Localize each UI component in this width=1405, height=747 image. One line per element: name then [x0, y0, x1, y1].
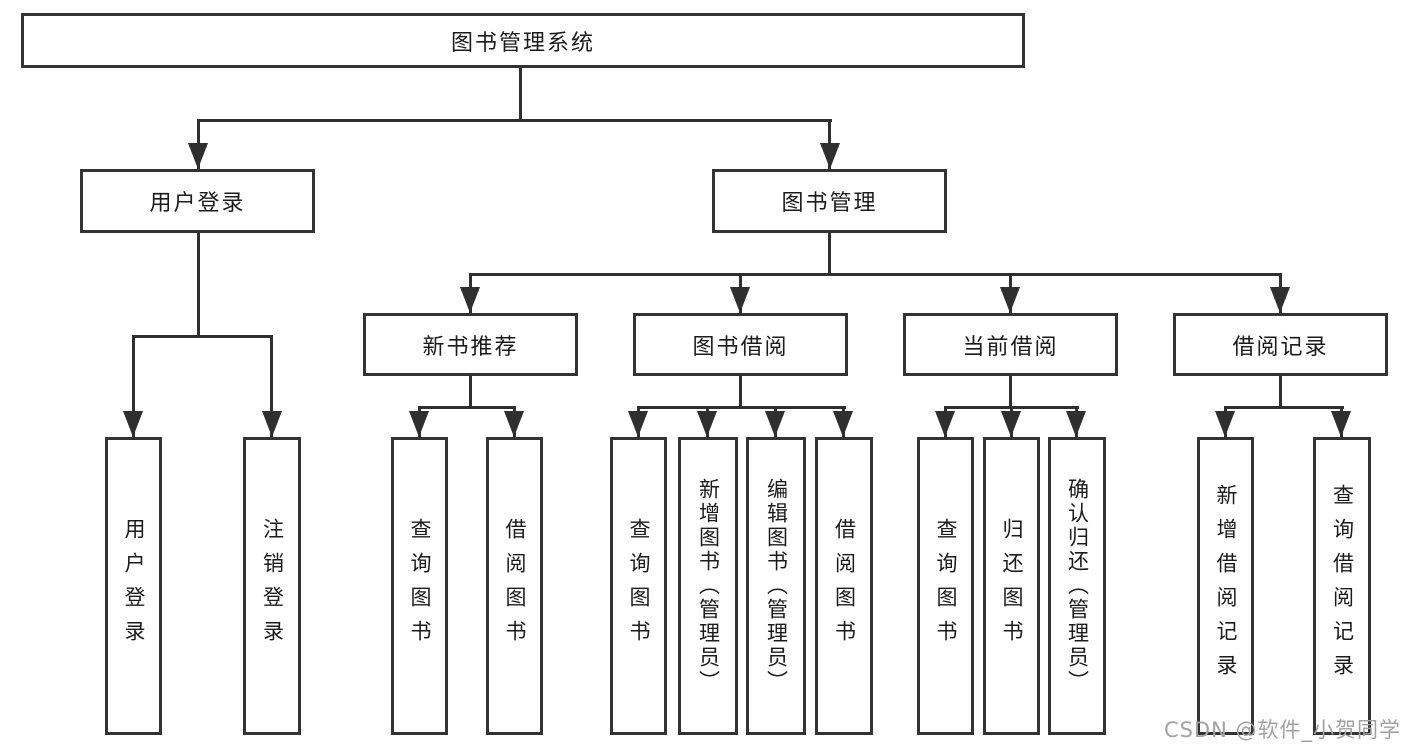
- node-borrow-records: 借阅记录: [1173, 313, 1388, 376]
- connector: [197, 233, 200, 338]
- connector: [739, 375, 742, 409]
- leaf-label: 查询图书: [627, 518, 651, 654]
- connector: [1224, 406, 1344, 409]
- connector: [469, 375, 472, 409]
- connector: [132, 335, 273, 338]
- connector: [132, 335, 135, 437]
- leaf-query-books-recommend: 查询图书: [391, 437, 448, 735]
- arrowhead-icon: [1001, 411, 1021, 437]
- arrowhead-icon: [123, 411, 143, 437]
- leaf-query-books-current: 查询图书: [917, 437, 974, 735]
- node-book-borrow: 图书借阅: [633, 313, 848, 376]
- leaf-label: 确认归还（管理员）: [1065, 478, 1090, 694]
- connector: [418, 406, 516, 409]
- leaf-add-books-admin: 新增图书（管理员）: [678, 437, 738, 735]
- node-current-borrow: 当前借阅: [903, 313, 1118, 376]
- leaf-label: 用户登录: [122, 518, 146, 654]
- arrowhead-icon: [730, 287, 750, 313]
- leaf-label: 借阅图书: [503, 518, 527, 654]
- leaf-return-books: 归还图书: [983, 437, 1040, 735]
- node-book-management: 图书管理: [712, 169, 947, 233]
- arrowhead-icon: [1215, 411, 1235, 437]
- connector: [637, 406, 846, 409]
- connector: [828, 233, 831, 276]
- leaf-label: 查询借阅记录: [1330, 484, 1355, 688]
- leaf-label: 查询图书: [934, 518, 958, 654]
- node-user-login: 用户登录: [80, 169, 315, 233]
- arrowhead-icon: [1066, 411, 1086, 437]
- node-root-library-system: 图书管理系统: [21, 13, 1025, 68]
- arrowhead-icon: [262, 411, 282, 437]
- arrowhead-icon: [460, 287, 480, 313]
- connector: [197, 119, 832, 122]
- arrowhead-icon: [628, 411, 648, 437]
- connector: [519, 68, 522, 122]
- leaf-query-books-borrow: 查询图书: [610, 437, 667, 735]
- leaf-label: 编辑图书（管理员）: [764, 478, 789, 694]
- connector: [1279, 375, 1282, 409]
- leaf-label: 新增图书（管理员）: [696, 478, 721, 694]
- leaf-label: 注销登录: [260, 518, 285, 654]
- arrowhead-icon: [833, 411, 853, 437]
- leaf-borrow-books-recommend: 借阅图书: [486, 437, 543, 735]
- arrowhead-icon: [935, 411, 955, 437]
- leaf-borrow-books: 借阅图书: [815, 437, 873, 735]
- leaf-label: 查询图书: [408, 518, 432, 654]
- leaf-query-borrow-record: 查询借阅记录: [1313, 437, 1371, 735]
- arrowhead-icon: [765, 411, 785, 437]
- arrowhead-icon: [1331, 411, 1351, 437]
- leaf-label: 新增借阅记录: [1214, 484, 1238, 688]
- connector: [270, 335, 273, 437]
- arrowhead-icon: [1270, 287, 1290, 313]
- leaf-label: 借阅图书: [832, 518, 857, 654]
- arrowhead-icon: [820, 143, 840, 169]
- csdn-watermark: CSDN @软件_小贺同学: [1163, 718, 1401, 742]
- leaf-user-login: 用户登录: [105, 437, 162, 735]
- arrowhead-icon: [1000, 287, 1020, 313]
- arrowhead-icon: [188, 143, 208, 169]
- node-new-book-recommend: 新书推荐: [363, 313, 578, 376]
- arrowhead-icon: [409, 411, 429, 437]
- connector: [469, 273, 1282, 276]
- arrowhead-icon: [697, 411, 717, 437]
- connector: [1009, 375, 1012, 409]
- leaf-edit-books-admin: 编辑图书（管理员）: [746, 437, 806, 735]
- leaf-confirm-return-admin: 确认归还（管理员）: [1048, 437, 1106, 735]
- leaf-logout: 注销登录: [243, 437, 301, 735]
- arrowhead-icon: [504, 411, 524, 437]
- leaf-add-borrow-record: 新增借阅记录: [1197, 437, 1254, 735]
- leaf-label: 归还图书: [1000, 518, 1024, 654]
